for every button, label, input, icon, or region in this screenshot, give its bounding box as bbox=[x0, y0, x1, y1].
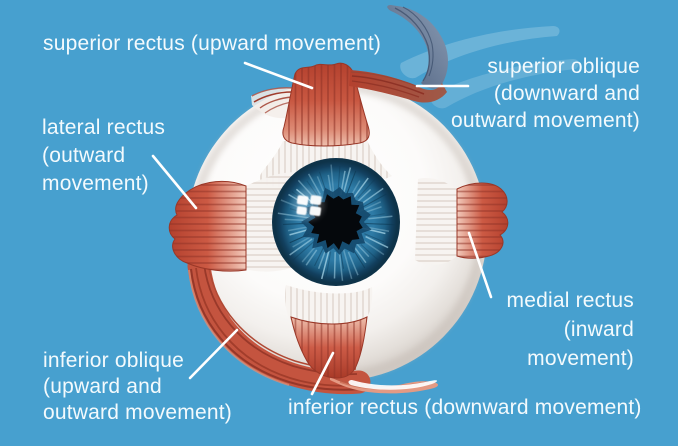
label-line: medial rectus bbox=[506, 289, 634, 312]
medial-rectus-tendon bbox=[415, 178, 458, 265]
lateral-rectus-muscle bbox=[168, 180, 247, 272]
superior-oblique-tendon bbox=[349, 70, 447, 103]
label-line: movement) bbox=[527, 347, 634, 370]
leader-inferior-oblique bbox=[188, 328, 239, 380]
label-superior-rectus: superior rectus (upward movement) bbox=[43, 32, 382, 55]
label-line: inferior oblique bbox=[43, 349, 184, 372]
trochlea-tendon-loop bbox=[387, 5, 449, 89]
inferior-oblique-tail bbox=[330, 377, 439, 394]
label-inferior-rectus: inferior rectus (downward movement) bbox=[288, 396, 642, 419]
tail-highlight bbox=[348, 380, 438, 390]
label-line: movement) bbox=[42, 172, 149, 195]
superior-oblique-insertion bbox=[251, 87, 293, 119]
iris bbox=[272, 158, 400, 286]
label-line: lateral rectus bbox=[42, 116, 166, 139]
leader-medial-rectus bbox=[467, 231, 493, 299]
label-line: outward movement) bbox=[43, 401, 232, 424]
leader-lines bbox=[151, 61, 493, 396]
leader-superior-rectus bbox=[243, 61, 314, 90]
label-line: (inward bbox=[563, 318, 634, 341]
label-lateral-rectus: lateral rectus (outward movement) bbox=[42, 114, 165, 198]
window-reflection-highlight bbox=[292, 188, 325, 221]
label-inferior-oblique: inferior oblique (upward and outward mov… bbox=[43, 348, 232, 426]
leader-inferior-rectus bbox=[310, 351, 335, 396]
leader-lateral-rectus bbox=[151, 154, 198, 210]
medial-rectus-muscle bbox=[456, 182, 509, 259]
label-line: (upward and bbox=[43, 375, 162, 398]
label-line: superior oblique bbox=[487, 55, 640, 78]
inferior-rectus-tendon bbox=[285, 285, 373, 325]
trochlea-pulley bbox=[387, 5, 579, 109]
label-line: (downward and bbox=[493, 82, 640, 105]
inferior-rectus-muscle bbox=[290, 316, 368, 379]
label-superior-oblique: superior oblique (downward and outward m… bbox=[451, 53, 640, 134]
label-medial-rectus: medial rectus (inward movement) bbox=[507, 286, 634, 373]
label-line: outward movement) bbox=[451, 109, 640, 132]
label-line: (outward bbox=[42, 144, 126, 167]
